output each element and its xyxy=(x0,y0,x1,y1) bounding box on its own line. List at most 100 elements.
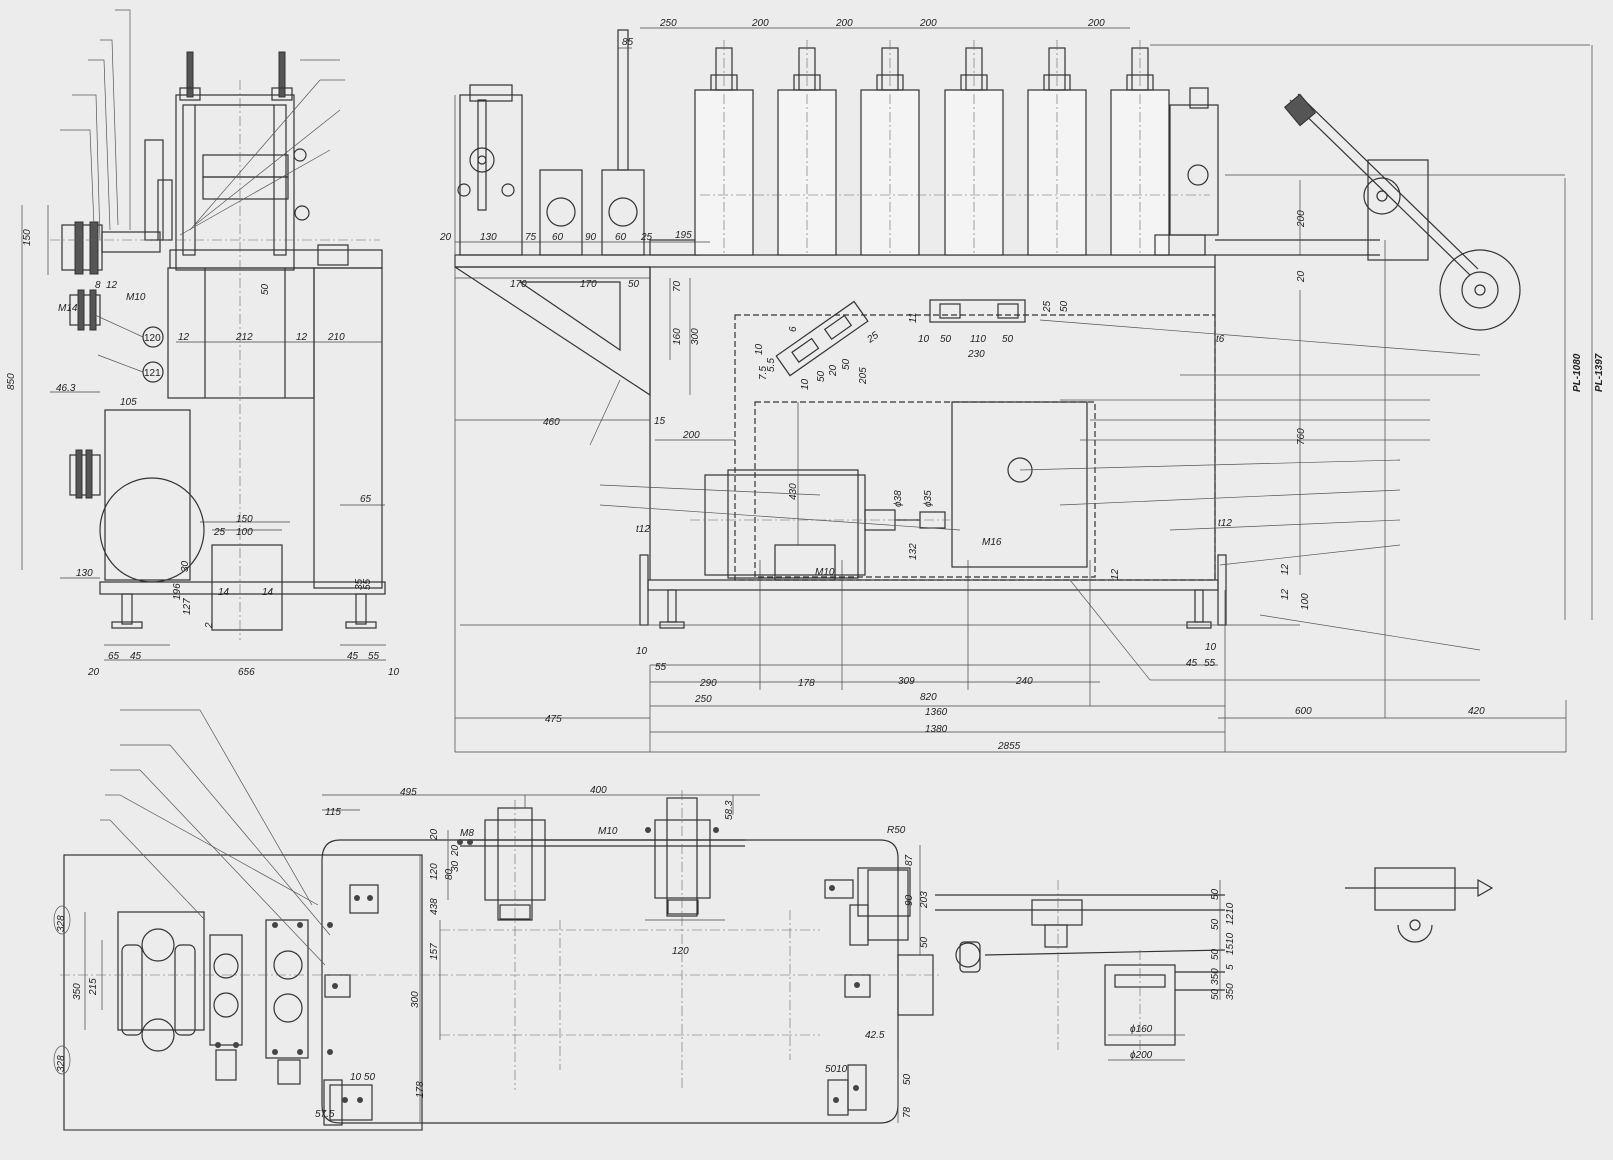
dim-right-5: 5 xyxy=(1225,964,1236,970)
dim-slot-205: 205 xyxy=(858,367,869,385)
dim-2855: 2855 xyxy=(997,741,1021,752)
label-m10-plan: M10 xyxy=(598,826,618,837)
dim-5010: 5010 xyxy=(825,1064,848,1075)
dim-50-a-plan: 50 xyxy=(919,936,930,948)
dim-slot-10-a: 10 xyxy=(754,343,765,355)
dim-right-1510: 1510 xyxy=(1225,932,1236,955)
dim-127: 127 xyxy=(182,598,193,615)
dim-150-left: 150 xyxy=(22,229,33,246)
dim-328-bot: 328 xyxy=(56,1055,67,1072)
dim-65-bot: 65 xyxy=(108,651,120,662)
dim-157: 157 xyxy=(429,943,440,960)
dim-50-a: 50 xyxy=(628,279,640,290)
plan-view-dims: 495 400 115 58.3 20 M8 M10 R50 20 30 120… xyxy=(56,785,1236,1120)
dim-20-right: 20 xyxy=(1296,270,1307,283)
label-r50: R50 xyxy=(887,825,906,836)
dim-right-50-d: 50 xyxy=(1210,988,1221,1000)
dim-475: 475 xyxy=(545,714,562,725)
dim-right-350-a: 350 xyxy=(1210,968,1221,985)
dim-12-right-a: 12 xyxy=(1280,563,1291,575)
dim-slot-7-5: 7.5 xyxy=(758,366,769,380)
dim-top-200-d: 200 xyxy=(1087,18,1105,29)
dim-215: 215 xyxy=(88,978,99,996)
dim-50: 50 xyxy=(260,283,271,295)
dim-328-top: 328 xyxy=(56,915,67,932)
dim-slot-6: 6 xyxy=(788,326,799,332)
dim-right-350-b: 350 xyxy=(1225,983,1236,1000)
dim-right-50-b: 50 xyxy=(1210,918,1221,930)
dim-430: 430 xyxy=(788,483,799,500)
dim-100: 100 xyxy=(236,527,253,538)
dim-20: 20 xyxy=(87,667,100,678)
dim-10: 10 xyxy=(388,667,400,678)
dim-slot-5-5: 5.5 xyxy=(766,358,777,372)
dim-178: 178 xyxy=(415,1081,426,1098)
dim-55-b: 55 xyxy=(1204,658,1216,669)
dim-438: 438 xyxy=(429,898,440,915)
dim-46-3: 46.3 xyxy=(56,383,76,394)
dim-85: 85 xyxy=(622,37,634,48)
dim-160: 160 xyxy=(672,328,683,345)
dim-left-25: 25 xyxy=(640,232,653,243)
dim-350: 350 xyxy=(72,983,83,1000)
dim-bracket-110: 110 xyxy=(970,334,986,345)
label-m10: M10 xyxy=(815,567,835,578)
dim-top-200-b: 200 xyxy=(835,18,853,29)
dim-12-b: 12 xyxy=(296,332,308,343)
dim-right-50-c: 50 xyxy=(1210,948,1221,960)
dim-12-foot: 12 xyxy=(1110,568,1121,580)
dim-chain-178: 178 xyxy=(798,678,815,689)
dim-45-b: 45 xyxy=(347,651,359,662)
dim-slot-50-a: 50 xyxy=(816,370,827,382)
plan-view xyxy=(53,709,1494,1131)
dim-chain-290: 290 xyxy=(699,678,717,689)
dim-bracket-50-b: 50 xyxy=(1002,334,1014,345)
dim-460: 460 xyxy=(543,417,560,428)
dim-top-200-c: 200 xyxy=(919,18,937,29)
dim-55-a: 55 xyxy=(655,662,667,673)
dim-150-mid: 150 xyxy=(236,514,253,525)
dim-12-a: 12 xyxy=(178,332,190,343)
dim-20: 20 xyxy=(429,828,440,841)
dim-130: 130 xyxy=(76,568,93,579)
dim-132: 132 xyxy=(908,543,919,560)
dim-45-a: 45 xyxy=(130,651,142,662)
dim-203: 203 xyxy=(919,891,930,909)
dim-200-right: 200 xyxy=(1296,210,1307,228)
dim-bracket-11: 11 xyxy=(908,313,919,323)
dim-25: 25 xyxy=(213,527,226,538)
dim-70: 70 xyxy=(672,280,683,292)
balloon-120: 120 xyxy=(144,333,161,344)
dim-left-195: 195 xyxy=(675,230,692,241)
dim-600: 600 xyxy=(1295,706,1312,717)
dim-78: 78 xyxy=(902,1106,913,1118)
dim-850: 850 xyxy=(6,373,17,390)
label-m10: M10 xyxy=(126,292,146,303)
dim-left-130: 130 xyxy=(480,232,497,243)
balloon-121: 121 xyxy=(144,368,161,379)
dim-left-60-a: 60 xyxy=(552,232,564,243)
dim-300: 300 xyxy=(690,328,701,345)
dim-100-right: 100 xyxy=(1300,593,1311,610)
dim-30: 30 xyxy=(180,560,191,572)
dim-1360: 1360 xyxy=(925,707,948,718)
dim-left-60-b: 60 xyxy=(615,232,627,243)
dim-left-20: 20 xyxy=(439,232,452,243)
dim-120-h: 120 xyxy=(672,946,689,957)
dim-bracket-230: 230 xyxy=(967,349,985,360)
dim-10-a: 10 xyxy=(636,646,648,657)
dim-35: 35 xyxy=(354,578,365,590)
dim-656: 656 xyxy=(238,667,255,678)
label-m8: M8 xyxy=(460,828,474,839)
dim-196: 196 xyxy=(172,583,183,600)
label-t12-left: t12 xyxy=(636,524,650,535)
dim-top-250: 250 xyxy=(659,18,677,29)
dim-right-1210: 1210 xyxy=(1225,902,1236,925)
dim-2: 2 xyxy=(204,622,215,629)
dim-420: 420 xyxy=(1468,706,1485,717)
dim-10-50: 10 50 xyxy=(350,1072,375,1083)
label-m14: M14 xyxy=(58,303,78,314)
dim-top-200-a: 200 xyxy=(751,18,769,29)
dim-20-b: 20 xyxy=(450,844,461,857)
dim-170-b: 170 xyxy=(580,279,597,290)
